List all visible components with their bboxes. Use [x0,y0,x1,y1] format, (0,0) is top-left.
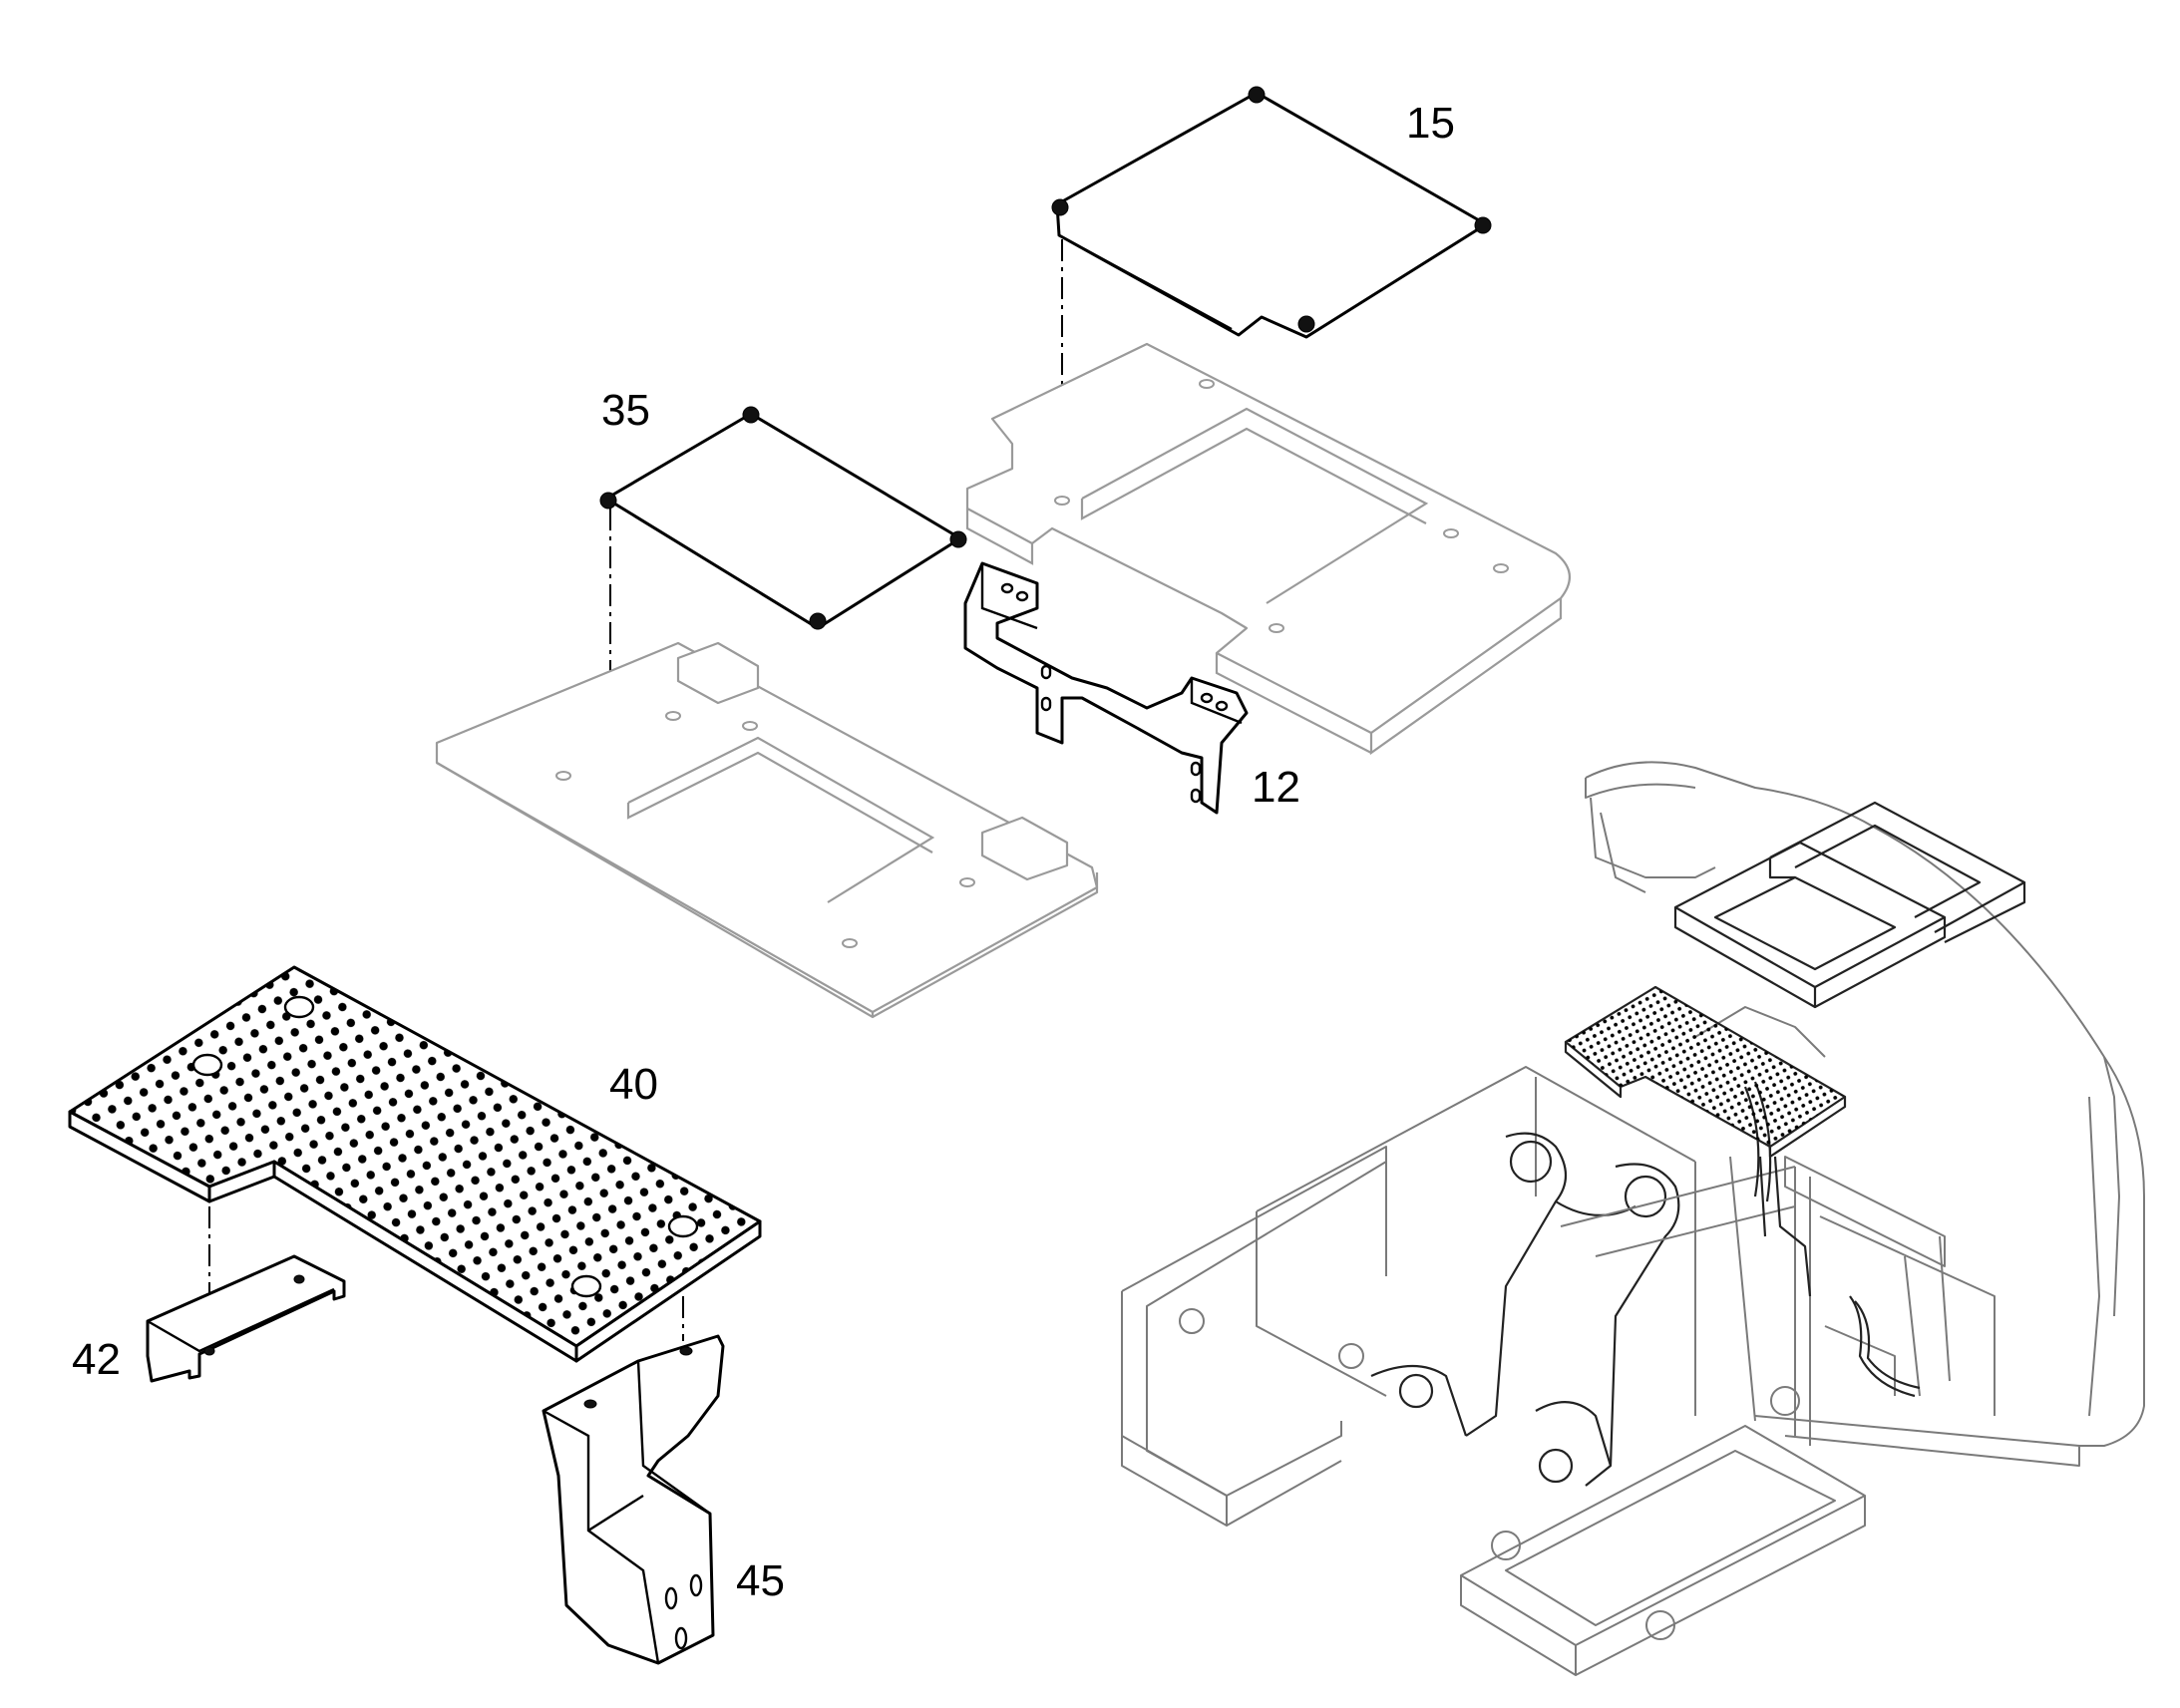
part-42-small-bracket[interactable] [146,1254,346,1383]
bolt-icon [1051,198,1069,216]
part-40-perforated-plate[interactable] [60,957,768,1363]
bolt-icon [599,492,617,510]
bolt-icon [1474,216,1492,234]
callout-15: 15 [1406,99,1455,148]
callout-35: 35 [601,386,650,435]
bolt-icon [1297,315,1315,333]
bolt-icon [1248,86,1266,104]
part-35-cover-plate[interactable] [599,406,967,630]
bolt-icon [949,530,967,548]
part-12-bracket[interactable] [963,561,1249,815]
callout-40: 40 [609,1060,658,1109]
part-15-cover-plate[interactable] [1051,86,1492,339]
bolt-icon [809,612,827,630]
callout-42: 42 [72,1335,121,1384]
base-plate-lower [435,641,1099,1019]
mounting-frame-upper [965,342,1571,756]
machine-assembly-context [1121,761,2145,1676]
part-45-support-leg[interactable] [542,1334,725,1665]
callout-12: 12 [1252,763,1300,812]
callout-45: 45 [736,1556,785,1605]
bolt-icon [742,406,760,424]
